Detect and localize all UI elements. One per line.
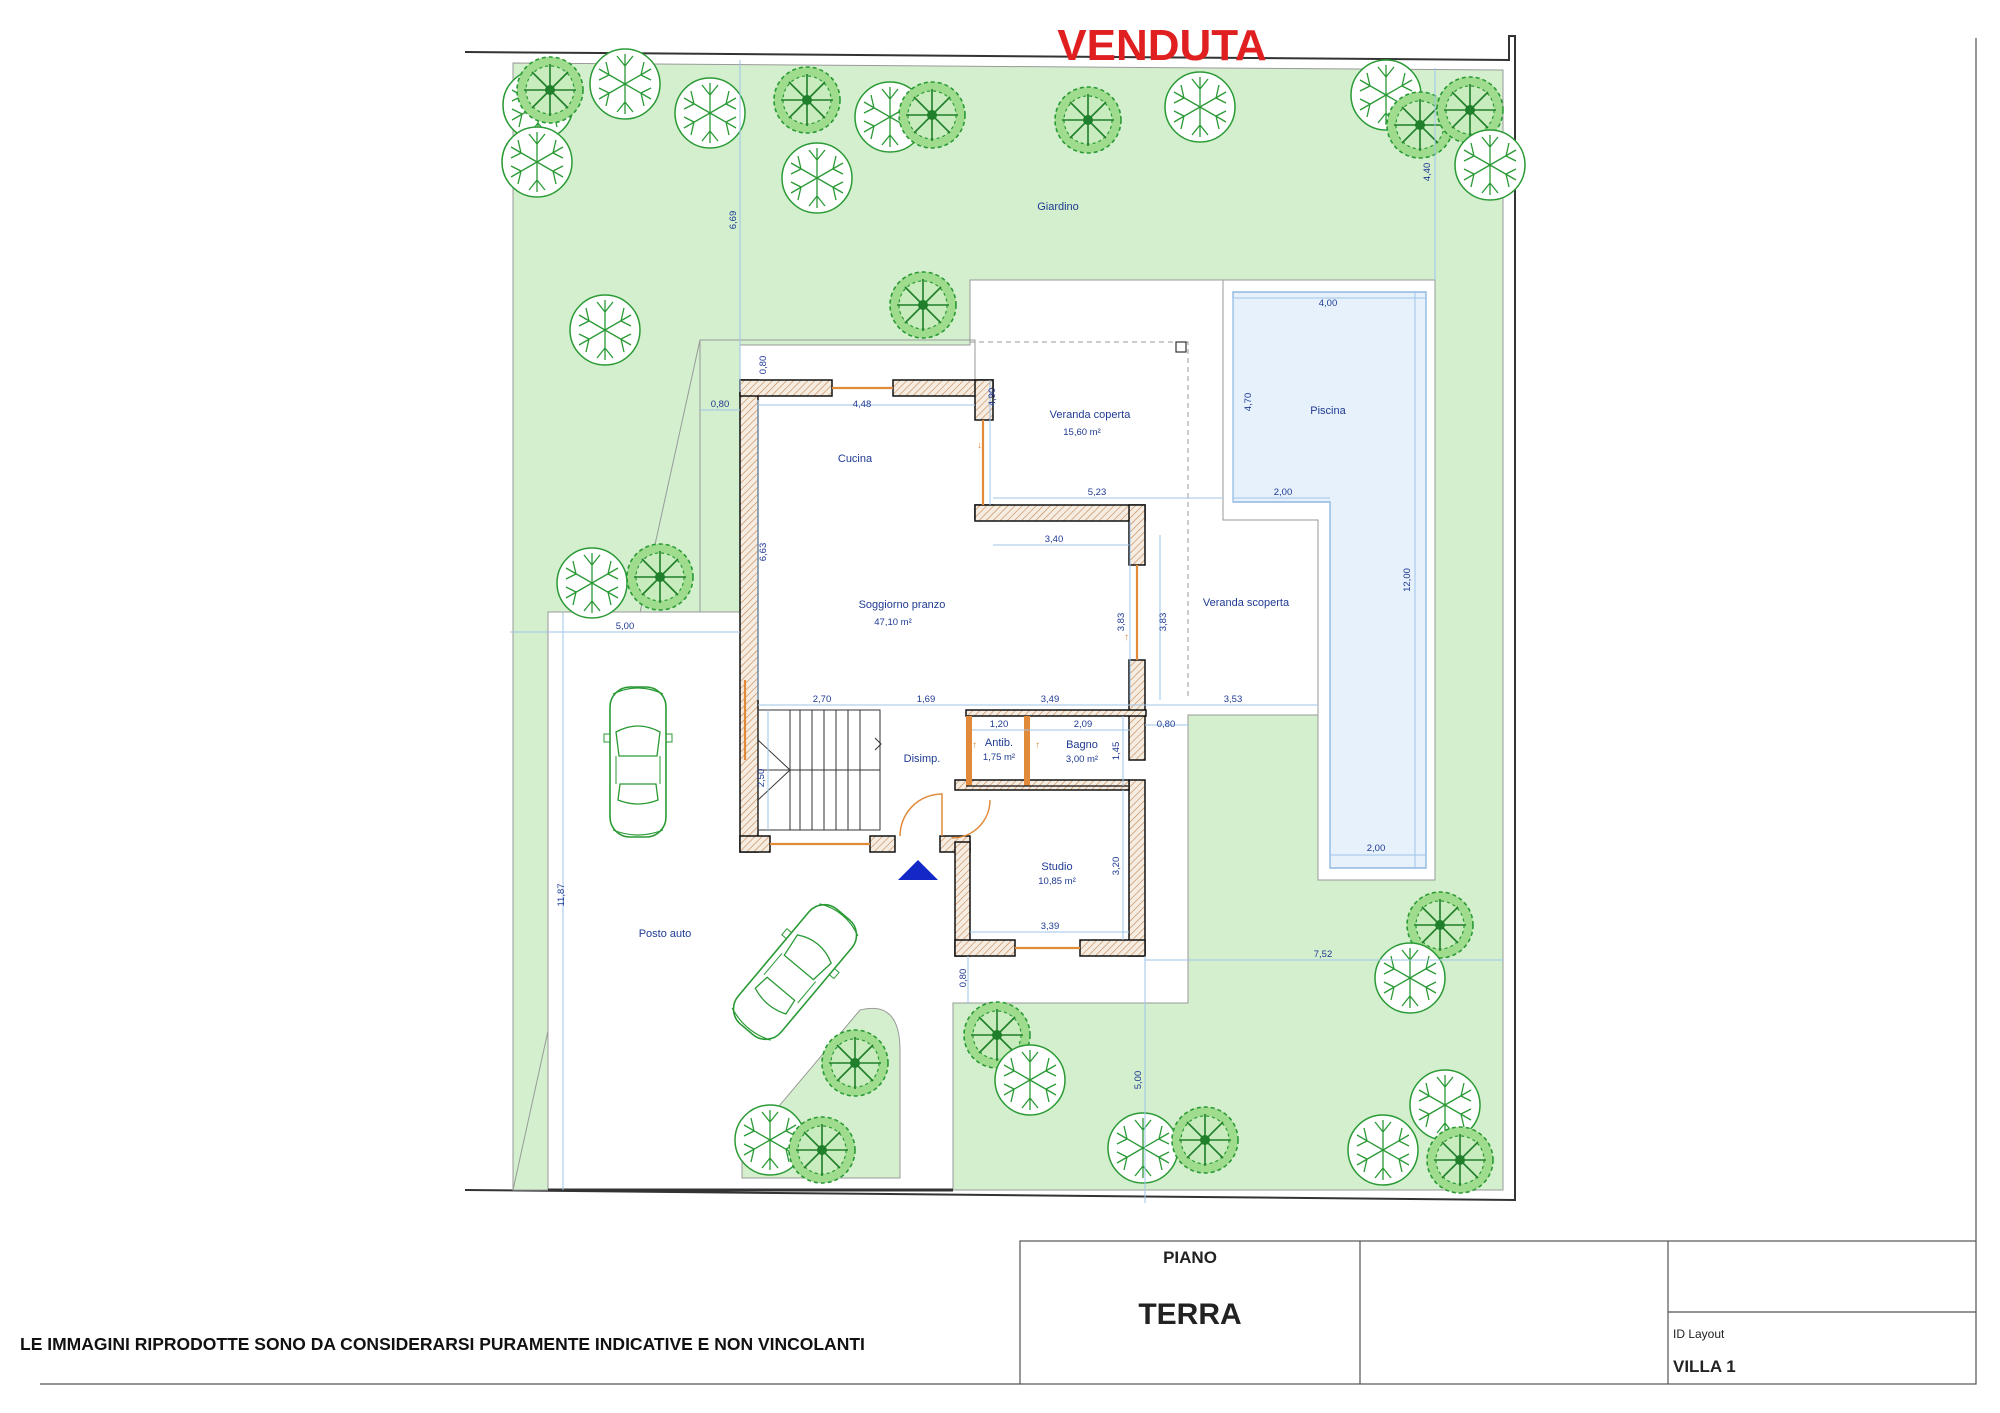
tree-icon [773,66,841,134]
room-studio: Studio [1041,861,1072,873]
dim-4-70: 4,70 [1243,393,1254,412]
entrance-arrow-icon [898,860,938,880]
tree-icon [626,543,694,611]
tree-icon [569,294,641,366]
room-soggiorno-pranzo-area: 47,10 m² [874,617,912,628]
dim-2-00: 2,00 [1274,487,1293,498]
sold-stamp: VENDUTA [1057,21,1266,70]
dim-3-20: 3,20 [1111,857,1122,876]
stairs [757,709,882,831]
svg-text:↓: ↓ [977,440,982,451]
dim-0-80: 0,80 [758,356,769,375]
room-cucina: Cucina [838,453,873,465]
tree-icon [994,1044,1066,1116]
room-bagno: Bagno [1066,739,1098,751]
room-piscina: Piscina [1310,405,1346,417]
dim-0-80: 0,80 [711,399,730,410]
tree-icon [501,126,573,198]
room-giardino: Giardino [1037,201,1079,213]
tree-icon [1164,71,1236,143]
tree-icon [821,1029,889,1097]
dim-4-90: 4,90 [987,388,998,407]
dim-3-40: 3,40 [1045,534,1064,545]
tree-icon [589,48,661,120]
id-layout-label: ID Layout [1673,1327,1725,1341]
dim-3-83: 3,83 [1158,613,1169,632]
room-soggiorno-pranzo: Soggiorno pranzo [859,599,946,611]
tree-icon [516,56,584,124]
dim-3-83: 3,83 [1116,613,1127,632]
tree-icon [1374,942,1446,1014]
tree-icon [898,81,966,149]
tree-icon [556,547,628,619]
tree-icon [1107,1112,1179,1184]
title-block [40,1240,1977,1385]
dim-5-00: 5,00 [616,621,635,632]
tree-icon [781,142,853,214]
svg-text:↑: ↑ [972,740,977,751]
dim-3-49: 3,49 [1041,694,1060,705]
dim-6-69: 6,69 [728,211,739,230]
dim-3-39: 3,39 [1041,921,1060,932]
tree-icon [1454,129,1526,201]
dim-2-00: 2,00 [1367,843,1386,854]
house-floor [740,392,1143,955]
dim-2-70: 2,70 [813,694,832,705]
dim-2-50: 2,50 [756,769,767,788]
tree-icon [1347,1114,1419,1186]
svg-text:↑: ↑ [1124,632,1129,643]
disclaimer-text: LE IMMAGINI RIPRODOTTE SONO DA CONSIDERA… [20,1334,865,1354]
room-disimpegno: Disimp. [904,753,941,765]
room-veranda-coperta-area: 15,60 m² [1063,427,1101,438]
dim-4-48: 4,48 [853,399,872,410]
dim-4-40: 4,40 [1422,163,1433,182]
dim-0-80: 0,80 [1157,719,1176,730]
tree-icon [1171,1106,1239,1174]
dim-6-63: 6,63 [758,543,769,562]
car-icon [603,686,673,838]
tree-icon [889,271,957,339]
dim-4-00: 4,00 [1319,298,1338,309]
room-veranda-scoperta: Veranda scoperta [1203,597,1290,609]
room-veranda-coperta: Veranda coperta [1050,409,1132,421]
dim-5-00: 5,00 [1133,1071,1144,1090]
dim-5-23: 5,23 [1088,487,1107,498]
tree-icon [674,77,746,149]
room-posto-auto: Posto auto [639,928,692,940]
id-layout-value: VILLA 1 [1673,1357,1736,1376]
floor-value: TERRA [1138,1298,1241,1331]
room-antibagno: Antib. [985,737,1013,749]
dimension-lines [510,60,1503,1203]
dim-7-52: 7,52 [1314,949,1333,960]
dim-1-20: 1,20 [990,719,1009,730]
room-antibagno-area: 1,75 m² [983,752,1015,763]
house-walls [739,379,1147,957]
dim-3-53: 3,53 [1224,694,1243,705]
floor-label: PIANO [1163,1248,1217,1267]
room-studio-area: 10,85 m² [1038,876,1076,887]
veranda-coperta-outline [970,341,1189,700]
dim-2-09: 2,09 [1074,719,1093,730]
tree-icon [1426,1126,1494,1194]
dim-12-00: 12,00 [1402,568,1413,592]
tree-icon [1054,86,1122,154]
dim-1-45: 1,45 [1111,742,1122,761]
dim-11-87: 11,87 [556,883,567,906]
dim-1-69: 1,69 [917,694,936,705]
dim-0-80: 0,80 [958,969,969,988]
tree-icon [788,1116,856,1184]
svg-text:↑: ↑ [1035,740,1040,751]
property-boundary [464,35,1516,1202]
room-bagno-area: 3,00 m² [1066,754,1098,765]
